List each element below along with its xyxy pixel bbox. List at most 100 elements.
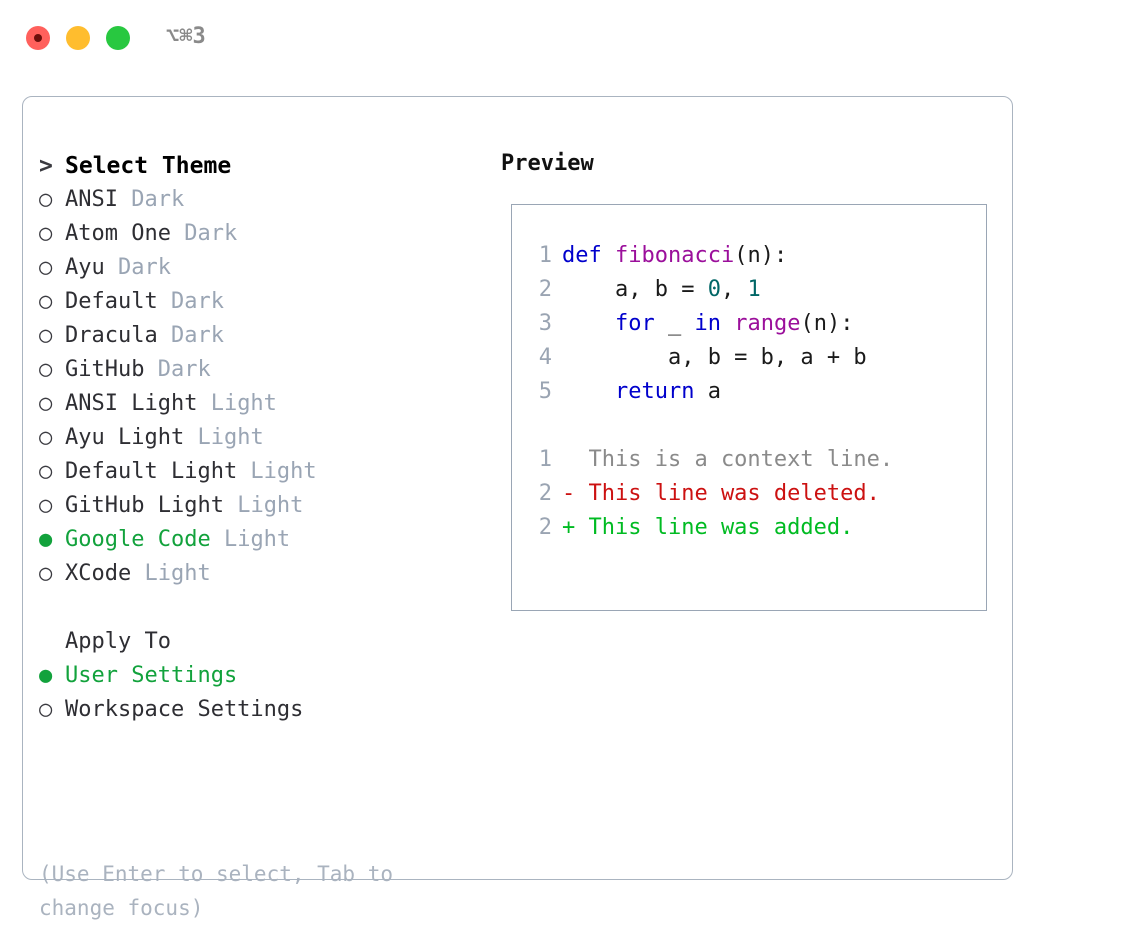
code-token: in [694, 311, 721, 336]
apply-to-option-label: User Settings [65, 663, 238, 688]
diff-line-text: This is a context line. [562, 447, 894, 472]
theme-name-label: Default Light [65, 459, 238, 484]
radio-unselected-icon: ○ [39, 391, 53, 416]
theme-list-item[interactable]: ○ ANSI Dark [39, 183, 479, 217]
code-token: return [614, 379, 695, 404]
radio-unselected-icon: ○ [39, 187, 53, 212]
line-number: 4 [538, 345, 552, 370]
theme-variant-label: Dark [170, 221, 238, 246]
diff-line-text: - This line was deleted. [562, 481, 880, 506]
code-line: 5 return a [524, 375, 893, 409]
theme-variant-label: Dark [157, 289, 224, 314]
theme-name-label: ANSI [65, 187, 118, 212]
line-number: 3 [538, 311, 552, 336]
line-number: 2 [538, 515, 552, 540]
theme-name-label: XCode [65, 561, 132, 586]
diff-line-text: + This line was added. [562, 515, 854, 540]
radio-unselected-icon: ○ [39, 357, 53, 382]
radio-selected-icon: ● [39, 527, 53, 552]
diff-line: 2 + This line was added. [524, 511, 893, 545]
line-number: 2 [538, 277, 552, 302]
theme-name-label: Google Code [65, 527, 211, 552]
theme-list-item[interactable]: ○Default Dark [39, 285, 479, 319]
code-token: _ [654, 311, 695, 336]
code-token [721, 311, 734, 336]
theme-list: ○ANSI Dark○Atom One Dark○Ayu Dark○Defaul… [39, 183, 479, 591]
code-token: , [720, 277, 748, 302]
line-number: 1 [538, 243, 552, 268]
code-token: a, b = b, a + b [562, 345, 867, 370]
apply-to-option[interactable]: ● User Settings [39, 659, 479, 693]
radio-unselected-icon: ○ [39, 323, 53, 348]
code-token: 0 [707, 277, 721, 302]
radio-unselected-icon: ○ [39, 425, 53, 450]
theme-list-item[interactable]: ○GitHub Dark [39, 353, 479, 387]
code-token: a [694, 379, 721, 404]
page-title: Select Theme [65, 153, 232, 179]
theme-list-item[interactable]: ● Google Code Light [39, 523, 479, 557]
theme-name-label: Dracula [65, 323, 158, 348]
code-token: def [562, 243, 615, 268]
radio-selected-icon: ● [39, 663, 53, 688]
apply-to-list: ● User Settings ○ Workspace Settings [39, 659, 479, 727]
theme-list-item[interactable]: ○ XCode Light [39, 557, 479, 591]
theme-variant-label: Dark [117, 187, 185, 212]
theme-variant-label: Dark [157, 323, 224, 348]
code-blank-line [524, 409, 893, 443]
window-corner-decoration [1118, 912, 1140, 934]
theme-variant-label: Light [184, 425, 264, 450]
radio-unselected-icon: ○ [39, 255, 53, 280]
preview-heading: Preview [501, 151, 594, 176]
radio-unselected-icon: ○ [39, 561, 53, 586]
code-token: (n): [800, 311, 854, 336]
theme-list-item[interactable]: ○Atom One Dark [39, 217, 479, 251]
close-window-button[interactable] [26, 26, 50, 50]
radio-unselected-icon: ○ [39, 697, 53, 722]
theme-list-item[interactable]: ○Ayu Light Light [39, 421, 479, 455]
theme-variant-label: Dark [104, 255, 171, 280]
theme-variant-label: Light [197, 391, 277, 416]
code-token: for [614, 311, 655, 336]
apply-to-option[interactable]: ○ Workspace Settings [39, 693, 479, 727]
theme-name-label: GitHub Light [65, 493, 224, 518]
keyboard-hint-text: (Use Enter to select, Tab to change focu… [39, 862, 394, 920]
line-number: 2 [538, 481, 552, 506]
code-token [562, 379, 615, 404]
code-token: 1 [747, 277, 761, 302]
maximize-window-button[interactable] [106, 26, 130, 50]
theme-picker: >Select Theme ○ANSI Dark○Atom One Dark○A… [39, 149, 479, 727]
theme-variant-label: Light [210, 527, 291, 552]
theme-variant-label: Dark [144, 357, 211, 382]
theme-list-item[interactable]: ○ Dracula Dark [39, 319, 479, 353]
code-token: fibonacci [614, 243, 735, 268]
code-line: 3 for _ in range(n): [524, 307, 893, 341]
diff-line: 1 This is a context line. [524, 443, 893, 477]
radio-unselected-icon: ○ [39, 459, 53, 484]
radio-unselected-icon: ○ [39, 493, 53, 518]
keyboard-shortcut-label: ⌥⌘3 [166, 24, 206, 49]
apply-to-heading: Apply To [65, 629, 171, 654]
apply-to-option-label: Workspace Settings [65, 697, 304, 722]
minimize-window-button[interactable] [66, 26, 90, 50]
theme-picker-heading: >Select Theme [39, 149, 479, 183]
theme-name-label: Atom One [65, 221, 171, 246]
code-line: 2 a, b = 0, 1 [524, 273, 893, 307]
content-panel: >Select Theme ○ANSI Dark○Atom One Dark○A… [22, 96, 1013, 920]
theme-list-item[interactable]: ○ Default Light Light [39, 455, 479, 489]
theme-name-label: ANSI Light [65, 391, 198, 416]
code-token [562, 311, 615, 336]
diff-line: 2 - This line was deleted. [524, 477, 893, 511]
theme-list-item[interactable]: ○GitHub Light Light [39, 489, 479, 523]
theme-list-item[interactable]: ○ ANSI Light Light [39, 387, 479, 421]
line-number: 5 [538, 379, 552, 404]
theme-variant-label: Light [131, 561, 211, 586]
section-spacer [39, 591, 479, 625]
theme-variant-label: Light [237, 459, 317, 484]
theme-list-item[interactable]: ○Ayu Dark [39, 251, 479, 285]
theme-name-label: Default [65, 289, 158, 314]
